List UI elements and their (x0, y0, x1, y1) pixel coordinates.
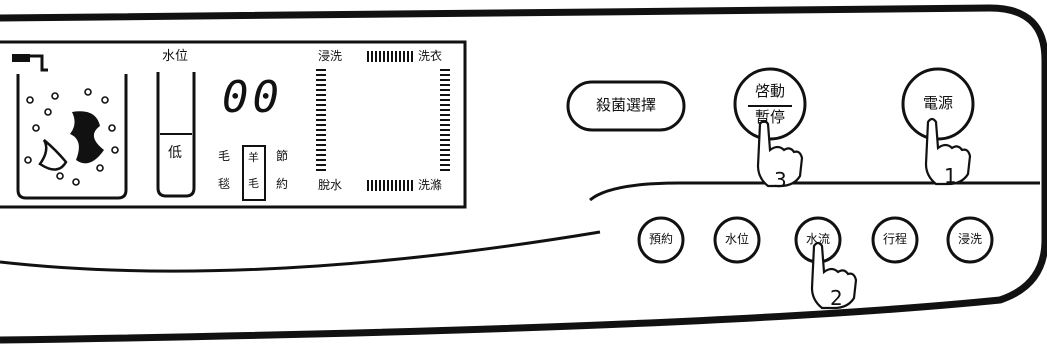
step-1-number: 1 (944, 164, 957, 188)
start-button-label[interactable]: 啓動 (754, 82, 785, 100)
sterilize-select-button[interactable]: 殺菌選擇 (595, 96, 656, 114)
soak-button[interactable]: 浸洗 (957, 232, 982, 246)
power-button[interactable]: 電源 (922, 94, 953, 112)
time-display: 00 (222, 72, 283, 123)
water-level-gauge (156, 72, 196, 198)
panel-lower-curve (0, 230, 601, 273)
stage-spin-label: 脫水 (318, 178, 343, 192)
soak-button-shape (946, 216, 994, 264)
hand-pointer-icon-3 (756, 119, 804, 188)
panel-outline (0, 4, 1047, 344)
fabric-wool-bottom: 毛 (248, 177, 259, 190)
progress-bar-top (367, 51, 413, 62)
fabric-wool-top: 羊 (248, 151, 259, 164)
fabric-blanket-top: 毛 (218, 149, 231, 163)
start-pause-button-shape (733, 67, 807, 141)
pause-button-label[interactable]: 暫停 (754, 108, 785, 126)
stage-rinse-label: 洗滌 (418, 178, 443, 192)
step-3-number: 3 (774, 168, 787, 192)
course-button[interactable]: 行程 (882, 232, 907, 246)
water-level-label: 水位 (162, 49, 189, 64)
water-flow-button[interactable]: 水流 (805, 232, 830, 246)
hand-pointer-icon-2 (810, 241, 858, 310)
select-button-shape (566, 80, 686, 132)
fabric-save-bottom: 約 (276, 177, 289, 191)
fabric-blanket-bottom: 毯 (218, 177, 231, 191)
water-level-button[interactable]: 水位 (724, 232, 749, 246)
tub-icon (12, 54, 128, 200)
gauge-low-label: 低 (168, 145, 182, 161)
progress-bar-right (440, 69, 450, 171)
course-button-shape (871, 216, 919, 264)
fabric-save-top: 節 (276, 149, 289, 163)
stage-wash-label: 洗衣 (418, 49, 443, 63)
water-level-button-shape (713, 216, 761, 264)
hand-pointer-icon-1 (924, 117, 972, 186)
timer-button-shape (637, 216, 685, 264)
step-2-number: 2 (830, 286, 843, 310)
fabric-wool-box (242, 145, 266, 201)
timer-button[interactable]: 預約 (648, 232, 673, 246)
progress-bar-bottom (367, 180, 413, 191)
progress-bar-left (316, 69, 326, 171)
stage-soak-label: 浸洗 (318, 49, 343, 63)
panel-divider-line (589, 181, 1040, 202)
